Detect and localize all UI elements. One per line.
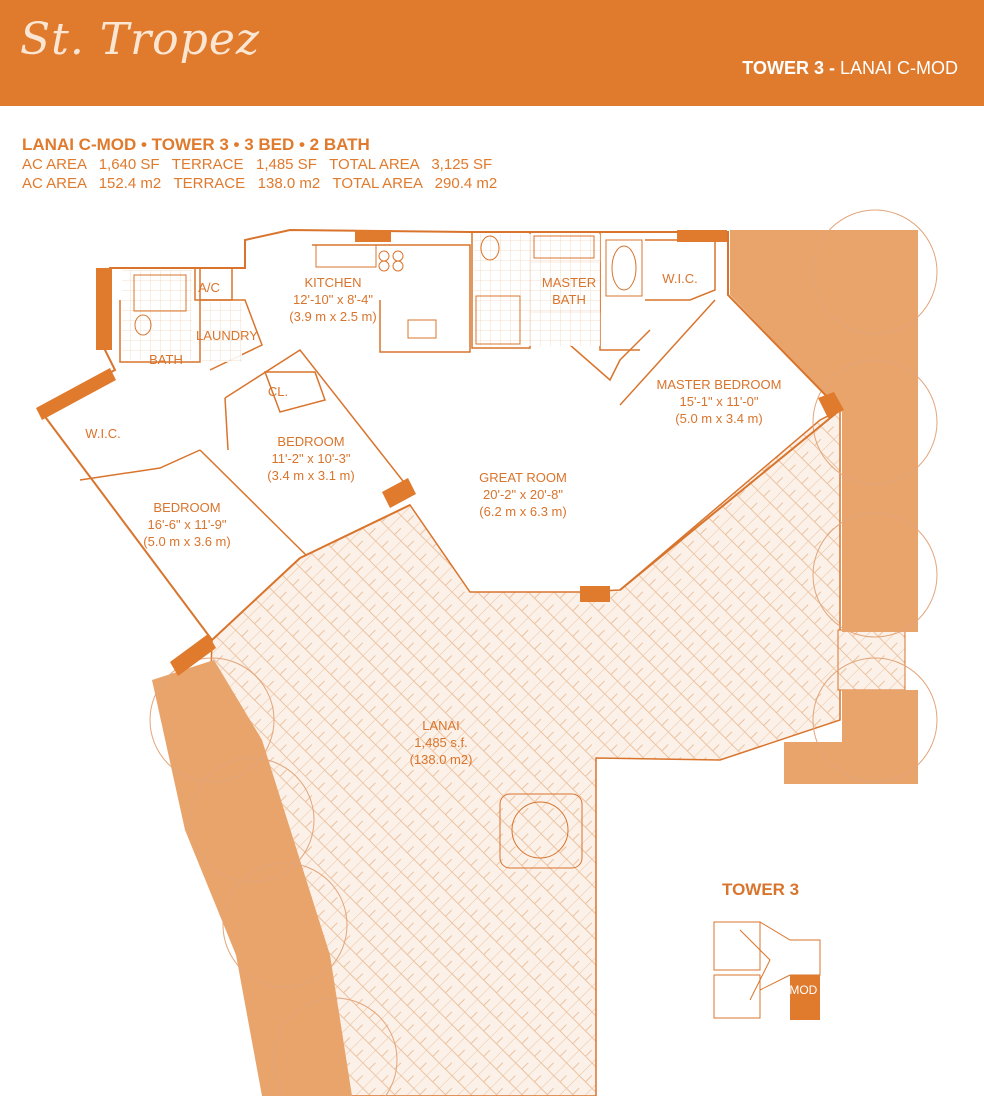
spec-area-sf: AC AREA 1,640 SF TERRACE 1,485 SF TOTAL …	[22, 156, 493, 173]
key-plan-unit-highlight	[790, 975, 820, 1020]
spec-title: LANAI C-MOD • TOWER 3 • 3 BED • 2 BATH	[22, 135, 370, 154]
master-wic-label: W.I.C.	[662, 271, 698, 286]
master-bath-name-1: MASTER	[541, 275, 597, 290]
structural-columns	[36, 230, 844, 676]
bedroom-2-dim-m: (3.4 m x 3.1 m)	[267, 468, 355, 483]
master-bath-tile	[474, 234, 600, 346]
great-room-dim-ft: 20'-2" x 20'-8"	[483, 487, 563, 502]
bedroom-3-label: BEDROOM 16'-6" x 11'-9" (5.0 m x 3.6 m)	[143, 499, 230, 550]
lanai-area-sf: 1,485 s.f.	[414, 735, 468, 750]
key-plan-title: TOWER 3	[722, 880, 800, 899]
header-title: TOWER 3 - LANAI C-MOD	[742, 58, 958, 79]
st-tropez-logo: St. Tropez	[20, 14, 261, 65]
laundry-tile	[202, 302, 242, 362]
tower-name: TOWER 3 -	[742, 58, 835, 78]
kitchen-label: KITCHEN 12'-10" x 8'-4" (3.9 m x 2.5 m)	[289, 274, 376, 325]
left-wic-label: W.I.C.	[85, 426, 121, 441]
planter-right	[730, 230, 918, 632]
tree-circles	[149, 209, 938, 1096]
kitchen-dim-ft: 12'-10" x 8'-4"	[293, 292, 373, 307]
master-bedroom-name: MASTER BEDROOM	[656, 377, 782, 392]
planter-right-lower	[784, 690, 918, 784]
fixtures	[133, 235, 643, 869]
bedroom-3-name: BEDROOM	[153, 500, 221, 515]
great-room-name: GREAT ROOM	[479, 470, 567, 485]
great-room-label: GREAT ROOM 20'-2" x 20'-8" (6.2 m x 6.3 …	[479, 469, 567, 520]
spec-area-m2: AC AREA 152.4 m2 TERRACE 138.0 m2 TOTAL …	[22, 175, 498, 192]
lanai-extension	[837, 629, 906, 691]
header-bar: St. Tropez TOWER 3 - LANAI C-MOD	[0, 0, 984, 106]
laundry-label: LAUNDRY	[196, 328, 258, 343]
bedroom-2-dim-ft: 11'-2" x 10'-3"	[271, 451, 351, 466]
kitchen-name: KITCHEN	[304, 275, 362, 290]
unit-name: LANAI C-MOD	[839, 58, 958, 78]
unit-specs: LANAI C-MOD • TOWER 3 • 3 BED • 2 BATH A…	[22, 135, 497, 193]
planter-left	[152, 660, 352, 1096]
bath-label: BATH	[149, 352, 183, 367]
closet-label: CL.	[267, 384, 289, 399]
lanai-area-m: (138.0 m2)	[409, 752, 473, 767]
master-bedroom-label: MASTER BEDROOM 15'-1" x 11'-0" (5.0 m x …	[657, 376, 782, 427]
key-plan-unit-marker: C-MOD	[776, 983, 818, 997]
master-bath-name-2: BATH	[552, 292, 586, 307]
great-room-dim-m: (6.2 m x 6.3 m)	[479, 504, 567, 519]
master-bedroom-dim-m: (5.0 m x 3.4 m)	[675, 411, 763, 426]
master-bath-label: MASTER BATH	[542, 274, 596, 308]
bath-tile	[122, 270, 192, 360]
bedroom-2-name: BEDROOM	[277, 434, 345, 449]
bedroom-3-dim-m: (5.0 m x 3.6 m)	[143, 534, 231, 549]
lanai-name: LANAI	[422, 718, 460, 733]
ac-label: A/C	[198, 280, 220, 295]
master-bedroom-dim-ft: 15'-1" x 11'-0"	[679, 394, 759, 409]
bedroom-2-label: BEDROOM 11'-2" x 10'-3" (3.4 m x 3.1 m)	[267, 433, 354, 484]
kitchen-dim-m: (3.9 m x 2.5 m)	[289, 309, 377, 324]
lanai-label: LANAI 1,485 s.f. (138.0 m2)	[410, 717, 473, 768]
bedroom-3-dim-ft: 16'-6" x 11'-9"	[147, 517, 227, 532]
